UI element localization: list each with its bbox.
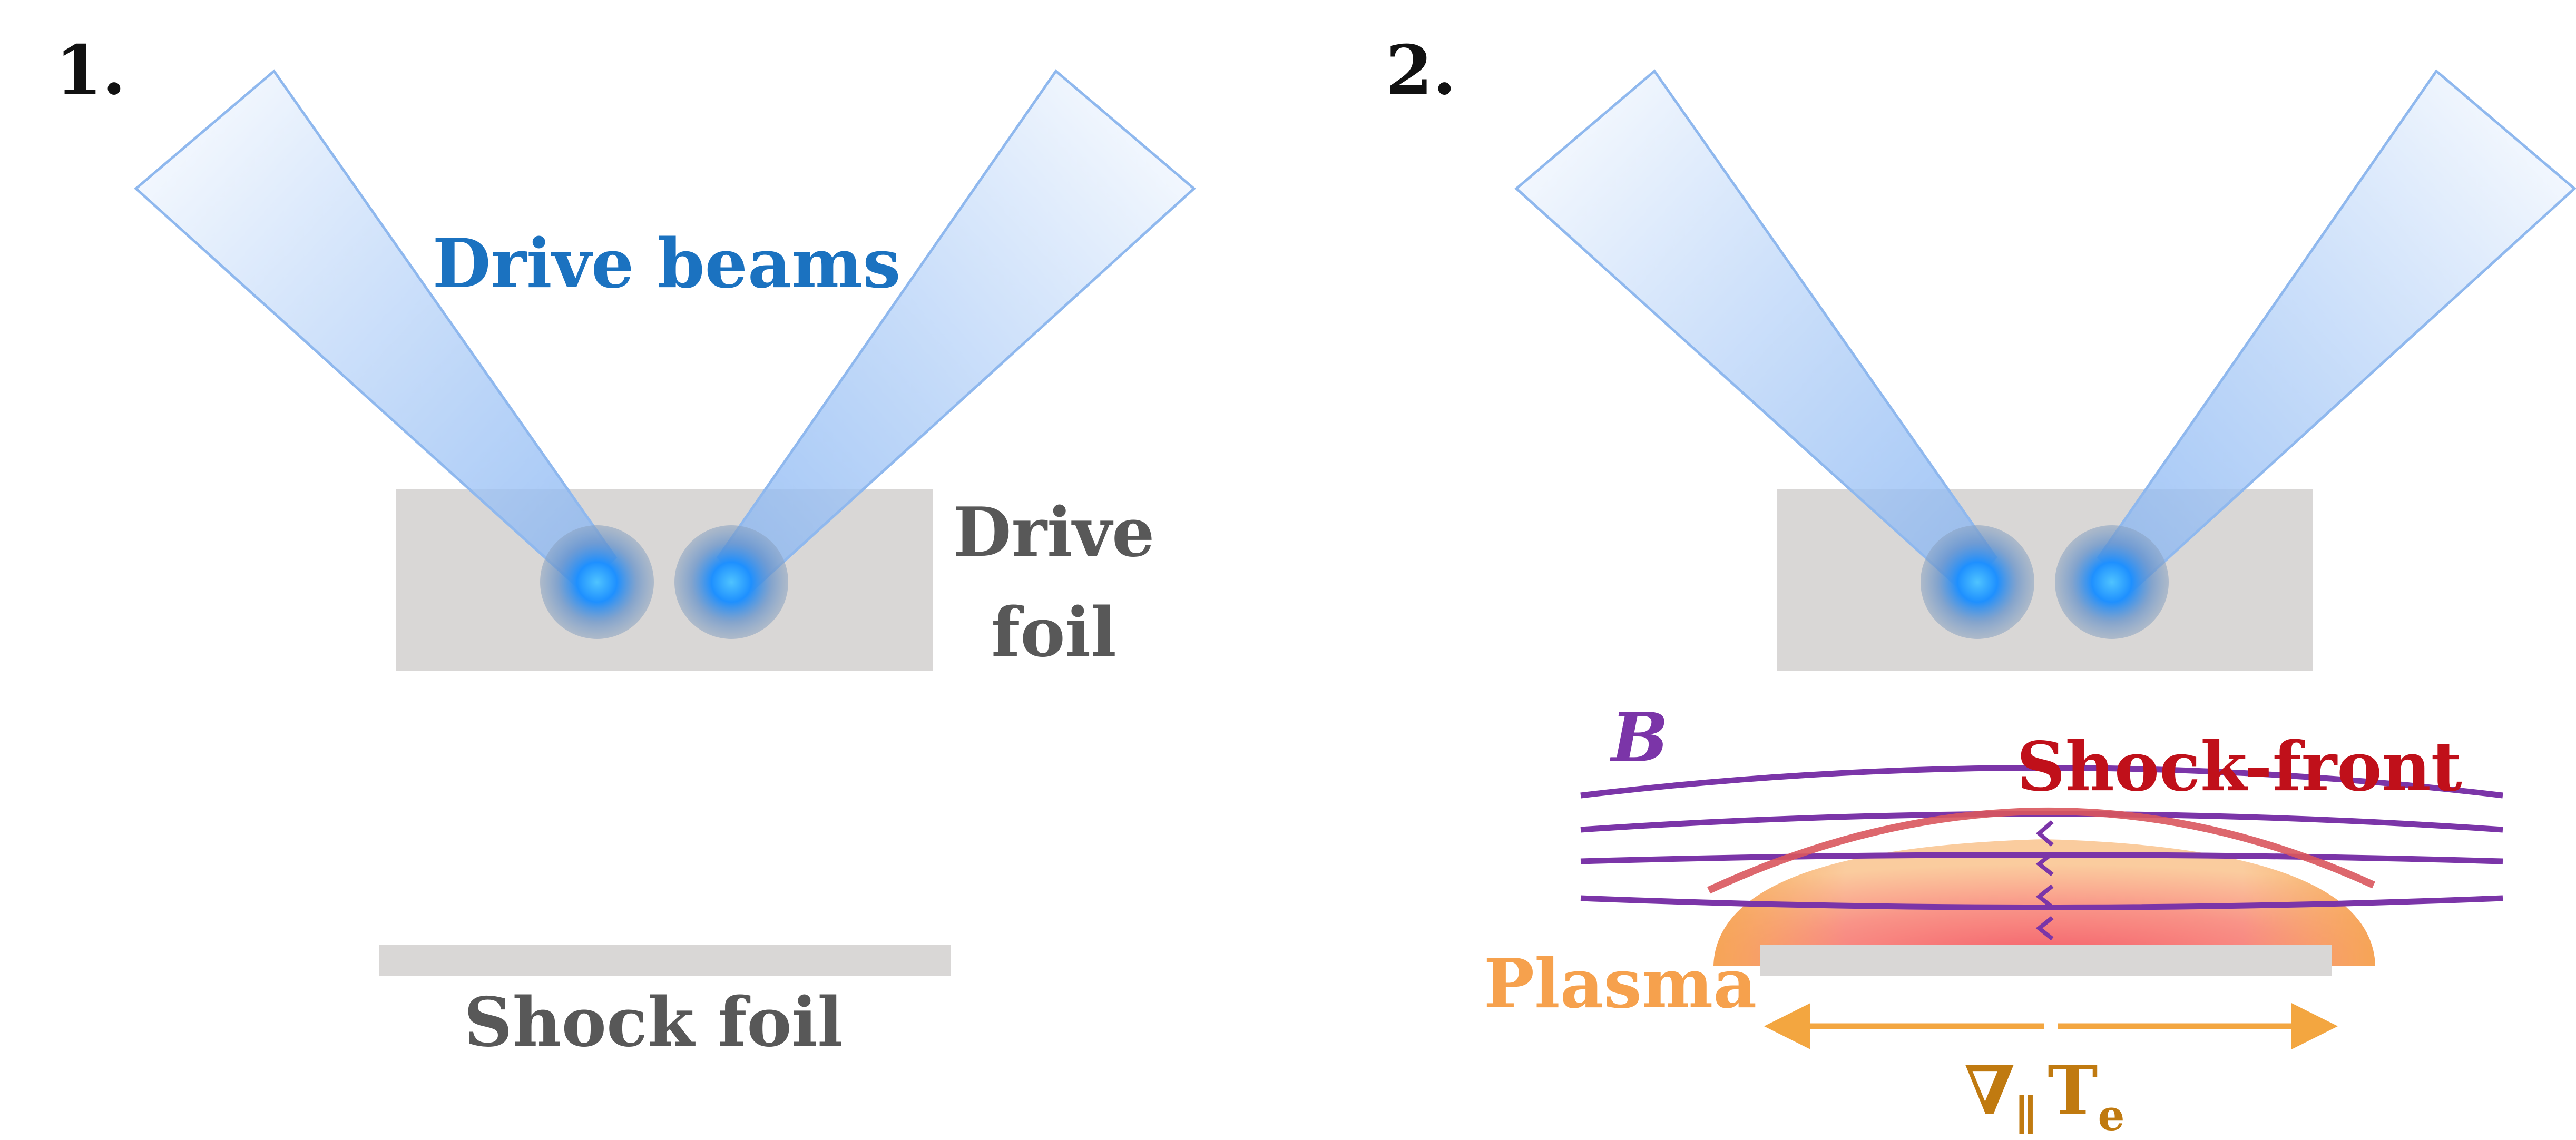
field-direction-arrows bbox=[2035, 820, 2054, 941]
panel-number: 2. bbox=[1386, 31, 1456, 110]
drive-beams-label: Drive beams bbox=[433, 224, 901, 303]
shock-front-label: Shock-front bbox=[2016, 728, 2462, 807]
field-arrow bbox=[2035, 884, 2054, 909]
field-line bbox=[1580, 852, 2503, 864]
beam-spot-right bbox=[2055, 525, 2169, 639]
drive-beam-right bbox=[2097, 69, 2576, 592]
drive-foil bbox=[396, 489, 933, 671]
drive-foil bbox=[1777, 489, 2313, 671]
field-line bbox=[1580, 811, 2503, 833]
shock-front-arc bbox=[1707, 807, 2375, 894]
beam-spot-left bbox=[540, 525, 654, 639]
panel-number: 1. bbox=[55, 31, 126, 110]
drive-beam-left bbox=[134, 69, 618, 592]
magnetic-field-label: B bbox=[1610, 699, 1668, 778]
temperature-gradient-label: ∇∥Te bbox=[1964, 1051, 2125, 1140]
drive-foil-label-line2: foil bbox=[991, 593, 1116, 672]
drive-foil-label-line1: Drive bbox=[953, 493, 1155, 572]
shock-foil-label: Shock foil bbox=[464, 983, 843, 1062]
beam-spot-left bbox=[1921, 525, 2034, 639]
shock-foil bbox=[1760, 945, 2332, 976]
field-arrow bbox=[2035, 916, 2054, 941]
drive-beam-left bbox=[1514, 69, 1998, 592]
shock-foil bbox=[379, 945, 951, 976]
panel-2: 2. B Shock-front Plasma bbox=[1386, 31, 2576, 1140]
gradient-variable-subscript: e bbox=[2098, 1090, 2125, 1140]
gradient-symbol: ∇ bbox=[1964, 1051, 2015, 1131]
panel-1: 1. Drive beams Drive foil Shock foil bbox=[55, 31, 1196, 1062]
gradient-subscript: ∥ bbox=[2015, 1090, 2037, 1140]
field-arrow bbox=[2035, 820, 2054, 847]
field-line bbox=[1580, 765, 2503, 799]
field-line bbox=[1580, 895, 2503, 910]
gradient-variable: T bbox=[2048, 1051, 2098, 1131]
plasma-label: Plasma bbox=[1484, 945, 1757, 1024]
beam-spot-right bbox=[674, 525, 788, 639]
field-arrow bbox=[2035, 851, 2054, 877]
